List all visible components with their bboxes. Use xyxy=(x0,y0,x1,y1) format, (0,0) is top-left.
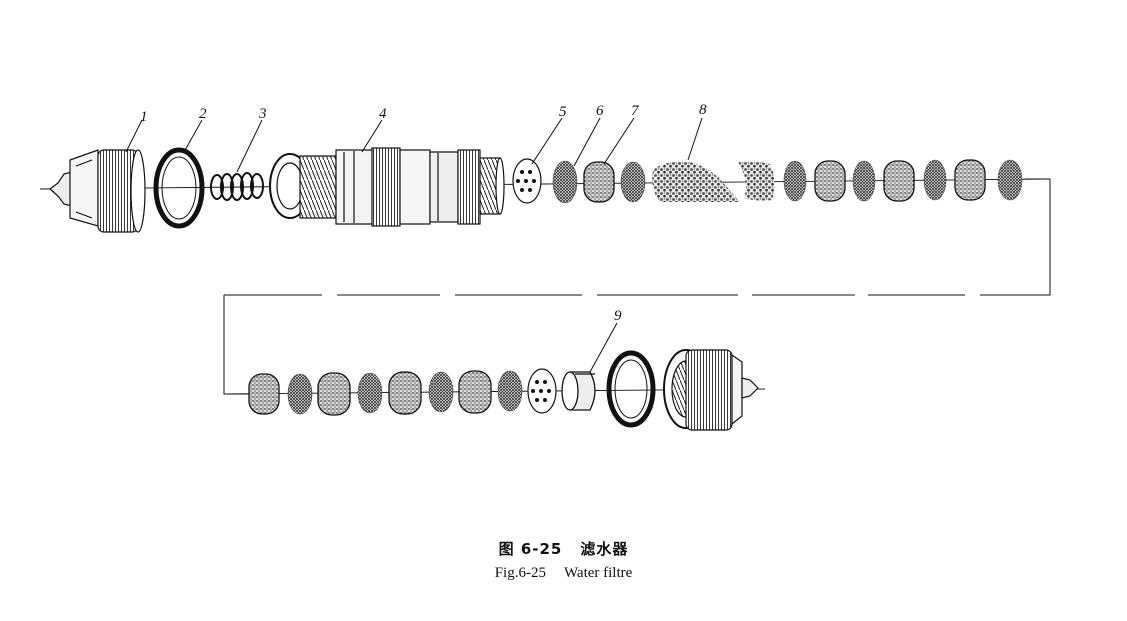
callout-7: 7 xyxy=(631,103,640,119)
perforated-disk-lower xyxy=(527,368,557,414)
callout-5: 5 xyxy=(559,104,567,120)
caption-en-title: Water filtre xyxy=(563,565,633,581)
lower-filter-stack xyxy=(248,370,523,416)
callout-8: 8 xyxy=(699,102,707,118)
part-3-spring xyxy=(210,172,264,201)
caption-en-figure-number: Fig.6-25 xyxy=(494,565,546,581)
callout-3: 3 xyxy=(258,106,267,122)
figure-caption-chinese: 图 6-25 滤水器 xyxy=(0,538,1127,559)
callout-2: 2 xyxy=(199,106,207,122)
caption-cn-figure-number: 图 6-25 xyxy=(498,540,563,558)
caption-cn-title: 滤水器 xyxy=(580,540,629,558)
upper-filter-stack xyxy=(783,159,1023,202)
part-9-sleeve-ring xyxy=(561,371,596,411)
part-1-end-cap xyxy=(49,149,146,233)
part-5-perforated-disk xyxy=(512,158,542,204)
part-7-felt-pad xyxy=(583,161,615,203)
part-8-granular-media xyxy=(652,161,775,202)
o-ring-lower xyxy=(606,350,656,428)
callout-4: 4 xyxy=(379,106,387,122)
mesh-screen-upper-a xyxy=(620,161,646,203)
callout-6: 6 xyxy=(596,103,604,119)
part-2-o-ring xyxy=(153,147,205,229)
part-6-mesh-screen xyxy=(552,160,578,204)
lower-end-cap xyxy=(663,349,759,431)
figure-caption-english: Fig.6-25 Water filtre xyxy=(0,565,1127,582)
callout-9: 9 xyxy=(614,308,622,324)
part-4-housing xyxy=(269,147,505,227)
callouts xyxy=(125,117,703,373)
upper-axis-line xyxy=(39,178,1051,190)
callout-1: 1 xyxy=(140,109,148,125)
